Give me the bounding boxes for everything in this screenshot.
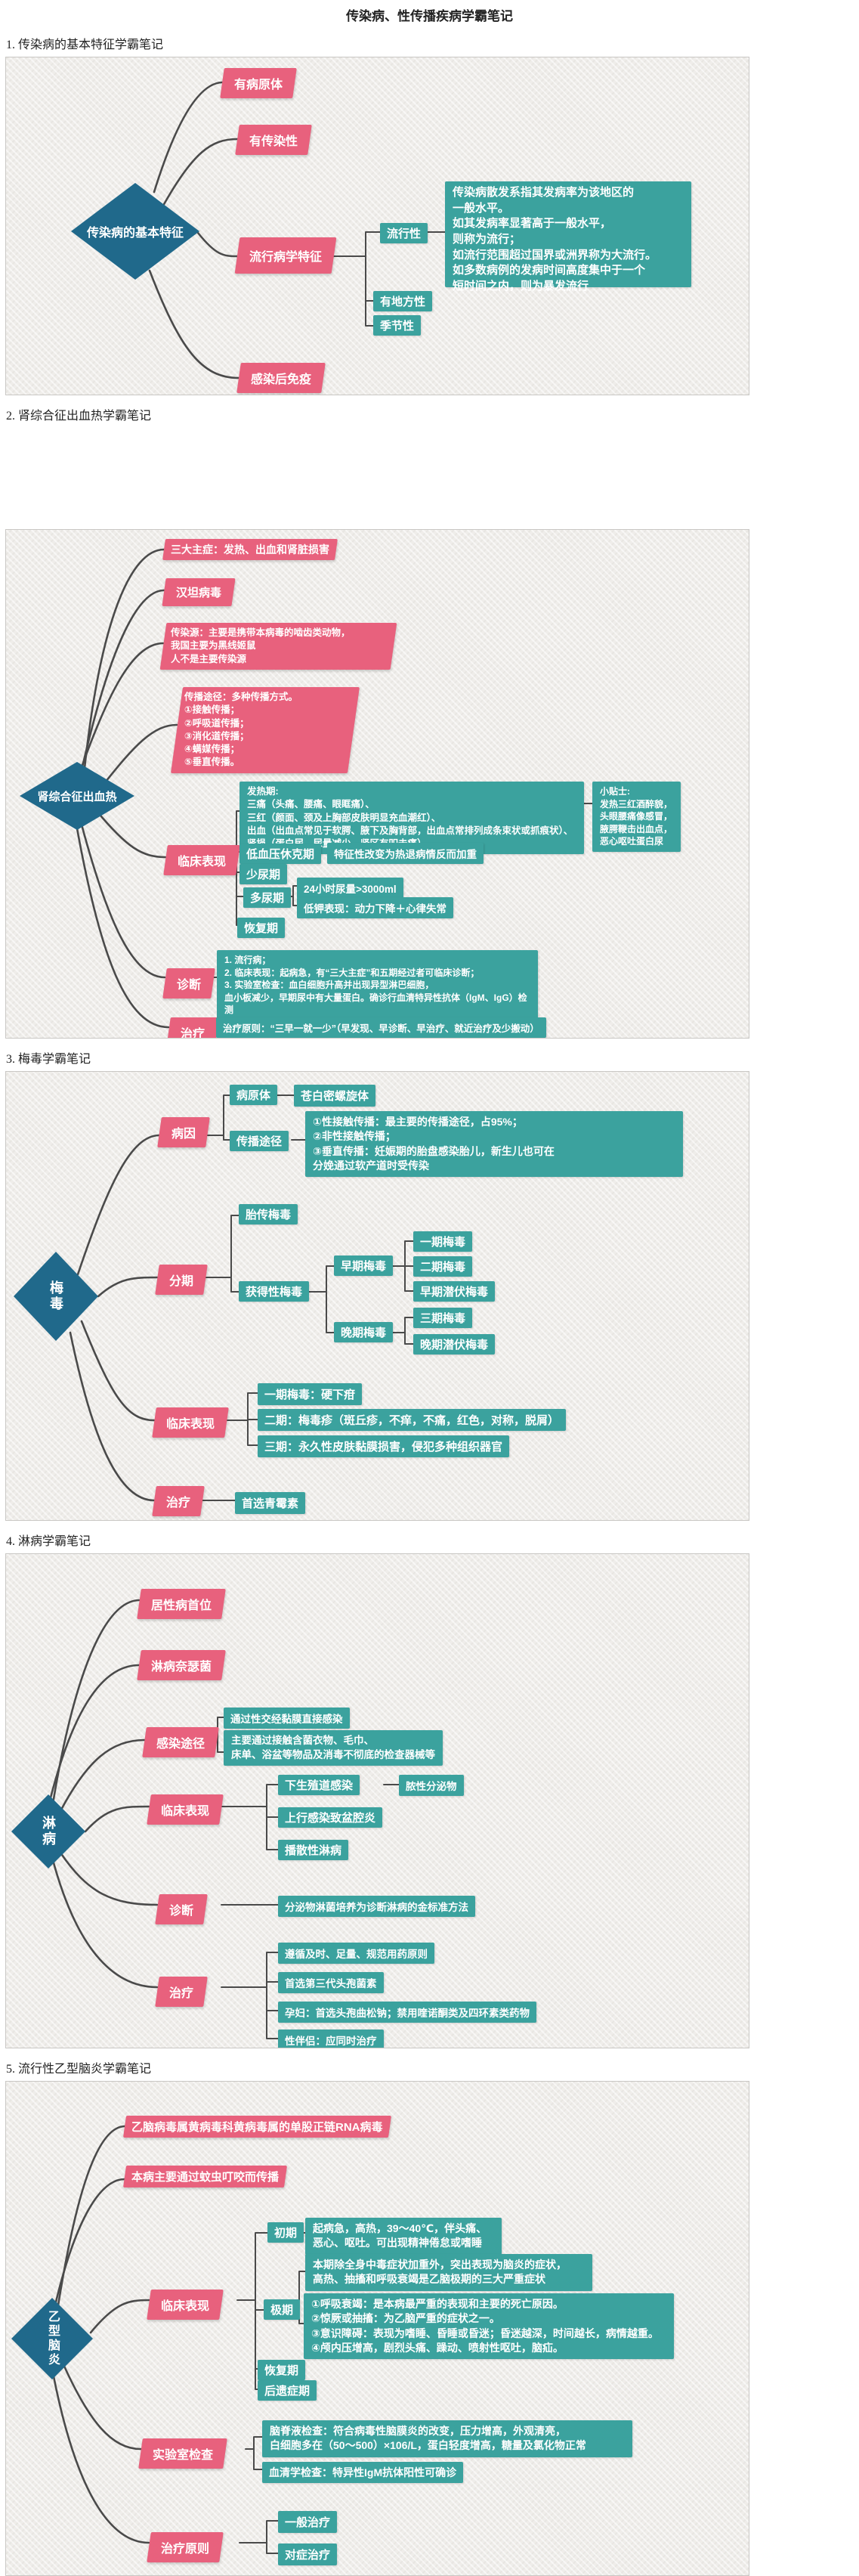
mindmap-hfrs: 肾综合征出血热 三大主症：发热、出血和肾脏损害 汉坦病毒 传染源：主要是携带本病… — [5, 529, 749, 1039]
document-title: 传染病、性传播疾病学霸笔记 — [346, 9, 513, 23]
sub-transmission-route: 传播途径 — [230, 1131, 289, 1151]
connector-lines — [148, 81, 446, 379]
branch-std-rank: 居性病首位 — [137, 1589, 226, 1619]
branch-lab-tests: 实验室检查 — [138, 2438, 227, 2469]
branch-neisseria: 淋病奈瑟菌 — [137, 1650, 226, 1680]
branch-three-features: 三大主症：发热、出血和肾脏损害 — [162, 539, 338, 560]
note-penicillin: 首选青霉素 — [235, 1492, 306, 1514]
sub-lower-tract-infection: 下生殖道感染 — [278, 1775, 360, 1795]
sub-shock-stage: 低血压休克期 — [239, 844, 322, 864]
sub-oliguria-stage: 少尿期 — [239, 864, 288, 884]
connector-lines — [76, 548, 593, 1029]
sub-stage3: 三期梅毒 — [413, 1308, 473, 1328]
note-symptomatic-treatment: 对症治疗 — [278, 2543, 338, 2565]
note-polyuria-hypokalemia: 低钾表现：动力下降＋心律失常 — [297, 897, 453, 918]
sub-late-latent: 晚期潜伏梅毒 — [413, 1334, 496, 1355]
note-shock: 特征性改变为热退病情反而加重 — [327, 843, 484, 864]
branch-transmission-route: 传播途径：多种传播方式。 ①接触传播； ②呼吸道传播； ③消化道传播； ④螨媒传… — [171, 687, 360, 773]
sub-ascending-infection: 上行感染致盆腔炎 — [278, 1807, 383, 1828]
sub-early-syphilis: 早期梅毒 — [334, 1255, 394, 1276]
note-clinical-stage3: 三期：永久性皮肤黏膜损害，侵犯多种组织器官 — [258, 1435, 510, 1457]
branch-stages: 分期 — [155, 1265, 208, 1295]
sub-stage2: 二期梅毒 — [413, 1256, 473, 1277]
branch-infectious: 有传染性 — [235, 125, 312, 155]
sub-polyuria-stage: 多尿期 — [243, 887, 292, 908]
sub-recovery-stage: 恢复期 — [258, 2360, 306, 2380]
branch-clinical: 临床表现 — [147, 1794, 224, 1825]
note-acme-symptoms: ①呼吸衰竭：是本病最严重的表现和主要的死亡原因。 ②惊厥或抽搐：为乙脑严重的症状… — [304, 2293, 674, 2360]
sub-late-syphilis: 晚期梅毒 — [334, 1322, 394, 1342]
note-pregnancy: 孕妇：首选头孢曲松钠；禁用喹诺酮类及四环素类药物 — [278, 2002, 536, 2023]
branch-epidemiology: 流行病学特征 — [234, 237, 337, 274]
note-treponema: 苍白密螺旋体 — [294, 1085, 376, 1107]
branch-hantavirus: 汉坦病毒 — [162, 578, 236, 606]
note-serology-test: 血清学检查：特异性IgM抗体阳性可确诊 — [262, 2462, 464, 2483]
note-clinical-stage2: 二期：梅毒疹（斑丘疹，不痒，不痛，红色，对称，脱屑） — [258, 1409, 567, 1431]
branch-treatment: 治疗 — [166, 1017, 219, 1038]
sub-recovery-stage: 恢复期 — [237, 918, 286, 938]
note-fever-stage: 发热期: 三痛（头痛、腰痛、眼眶痛）、 三红（颜面、颈及上胸部皮肤明显充血潮红）… — [239, 782, 584, 855]
note-clinical-stage1: 一期梅毒：硬下疳 — [258, 1383, 363, 1405]
note-acme-overview: 本期除全身中毒症状加重外，突出表现为脑炎的症状， 高热、抽搐和呼吸衰竭是乙脑极期… — [305, 2254, 592, 2291]
note-cephalosporin: 首选第三代头孢菌素 — [278, 1972, 384, 1993]
branch-clinical: 临床表现 — [147, 2290, 224, 2320]
note-polyuria-volume: 24小时尿量>3000ml — [297, 878, 403, 899]
section-heading-2: 2. 肾综合征出血热学霸笔记 — [6, 410, 152, 423]
sub-sequelae-stage: 后遗症期 — [258, 2380, 317, 2401]
sub-seasonal: 季节性 — [373, 315, 422, 336]
note-direct-contact: 通过性交经黏膜直接感染 — [224, 1708, 350, 1729]
branch-treatment-principle: 治疗原则 — [147, 2532, 224, 2562]
note-transmission: ①性接触传播：最主要的传播途径，占95%； ②非性接触传播； ③垂直传播：妊娠期… — [305, 1111, 683, 1178]
note-initial-stage: 起病急，高热，39～40℃，伴头痛、 恶心、呕吐。可出现精神倦怠或嗜睡 — [305, 2218, 502, 2255]
branch-clinical: 临床表现 — [163, 845, 240, 875]
sub-initial-stage: 初期 — [267, 2222, 304, 2243]
note-tips: 小贴士: 发热三红酒醉貌， 头眼腰痛像感冒， 腋腭鞭击出血点， 恶心呕吐蛋白尿 — [592, 782, 681, 852]
branch-treatment: 治疗 — [155, 1977, 208, 2007]
note-indirect-contact: 主要通过接触含菌衣物、毛巾、 床单、浴盆等物品及消毒不彻底的检查器械等 — [224, 1730, 443, 1766]
note-general-treatment: 一般治疗 — [278, 2511, 338, 2533]
mindmap-basic-features: 传染病的基本特征 有病原体 有传染性 流行病学特征 流行性 传染病散发系指其发病… — [5, 57, 749, 395]
branch-mosquito-transmission: 本病主要通过蚊虫叮咬而传播 — [122, 2166, 288, 2187]
branch-pathogen: 有病原体 — [220, 68, 297, 98]
sub-stage1: 一期梅毒 — [413, 1231, 473, 1252]
connector-lines — [69, 1094, 414, 1502]
connector-lines — [48, 1599, 400, 2039]
section-heading-5: 5. 流行性乙型脑炎学霸笔记 — [6, 2063, 152, 2076]
sub-acquired-syphilis: 获得性梅毒 — [239, 1281, 310, 1302]
note-diagnosis: 1. 流行病； 2. 临床表现：起病急，有“三大主症”和五期经过者可临床诊断； … — [217, 950, 538, 1020]
branch-infection-route: 感染途径 — [142, 1727, 219, 1757]
sub-acme-stage: 极期 — [264, 2299, 301, 2320]
branch-virus-type: 乙脑病毒属黄病毒科黄病毒属的单股正链RNA病毒 — [122, 2116, 391, 2138]
section-heading-1: 1. 传染病的基本特征学霸笔记 — [6, 39, 164, 51]
branch-post-infection-immunity: 感染后免疫 — [236, 363, 326, 393]
branch-cause: 病因 — [157, 1117, 210, 1147]
branch-treatment: 治疗 — [152, 1486, 205, 1516]
note-treatment-principle: 治疗原则：“三早一就一少”（早发现、早诊断、早治疗、就近治疗及少搬动） — [216, 1017, 546, 1038]
sub-pathogen: 病原体 — [230, 1085, 278, 1105]
section-heading-4: 4. 淋病学霸笔记 — [6, 1535, 91, 1548]
branch-clinical: 临床表现 — [152, 1407, 229, 1438]
branch-diagnosis: 诊断 — [162, 968, 215, 999]
sub-epidemic: 流行性 — [380, 223, 428, 243]
note-epidemic-definition: 传染病散发系指其发病率为该地区的 一般水平。 如其发病率显著高于一般水平， 则称… — [445, 181, 691, 293]
mindmap-encephalitis-b: 乙型脑炎 乙脑病毒属黄病毒科黄病毒属的单股正链RNA病毒 本病主要通过蚊虫叮咬而… — [5, 2081, 749, 2576]
branch-infection-source: 传染源：主要是携带本病毒的啮齿类动物， 我国主要为黑线姬鼠 人不是主要传染源 — [159, 623, 397, 670]
note-csf-test: 脑脊液检查：符合病毒性脑膜炎的改变，压力增高，外观清亮， 白细胞多在（50～50… — [262, 2420, 632, 2457]
mindmap-gonorrhea: 淋病 居性病首位 淋病奈瑟菌 感染途径 通过性交经黏膜直接感染 主要通过接触含菌… — [5, 1553, 749, 2048]
sub-disseminated: 播散性淋病 — [278, 1840, 349, 1860]
note-purulent-discharge: 脓性分泌物 — [399, 1775, 464, 1796]
branch-diagnosis: 诊断 — [155, 1894, 208, 1924]
sub-early-latent: 早期潜伏梅毒 — [413, 1281, 496, 1302]
note-treatment-principle: 遵循及时、足量、规范用药原则 — [278, 1943, 434, 1964]
note-culture-gold-standard: 分泌物淋菌培养为诊断淋病的金标准方法 — [278, 1896, 475, 1917]
section-heading-3: 3. 梅毒学霸笔记 — [6, 1053, 91, 1066]
sub-congenital-syphilis: 胎传梅毒 — [239, 1204, 298, 1225]
note-partner: 性伴侣：应同时治疗 — [278, 2030, 384, 2048]
sub-endemic: 有地方性 — [373, 291, 433, 311]
mindmap-syphilis: 梅毒 病因 病原体 苍白密螺旋体 传播途径 ①性接触传播：最主要的传播途径，占9… — [5, 1071, 749, 1521]
